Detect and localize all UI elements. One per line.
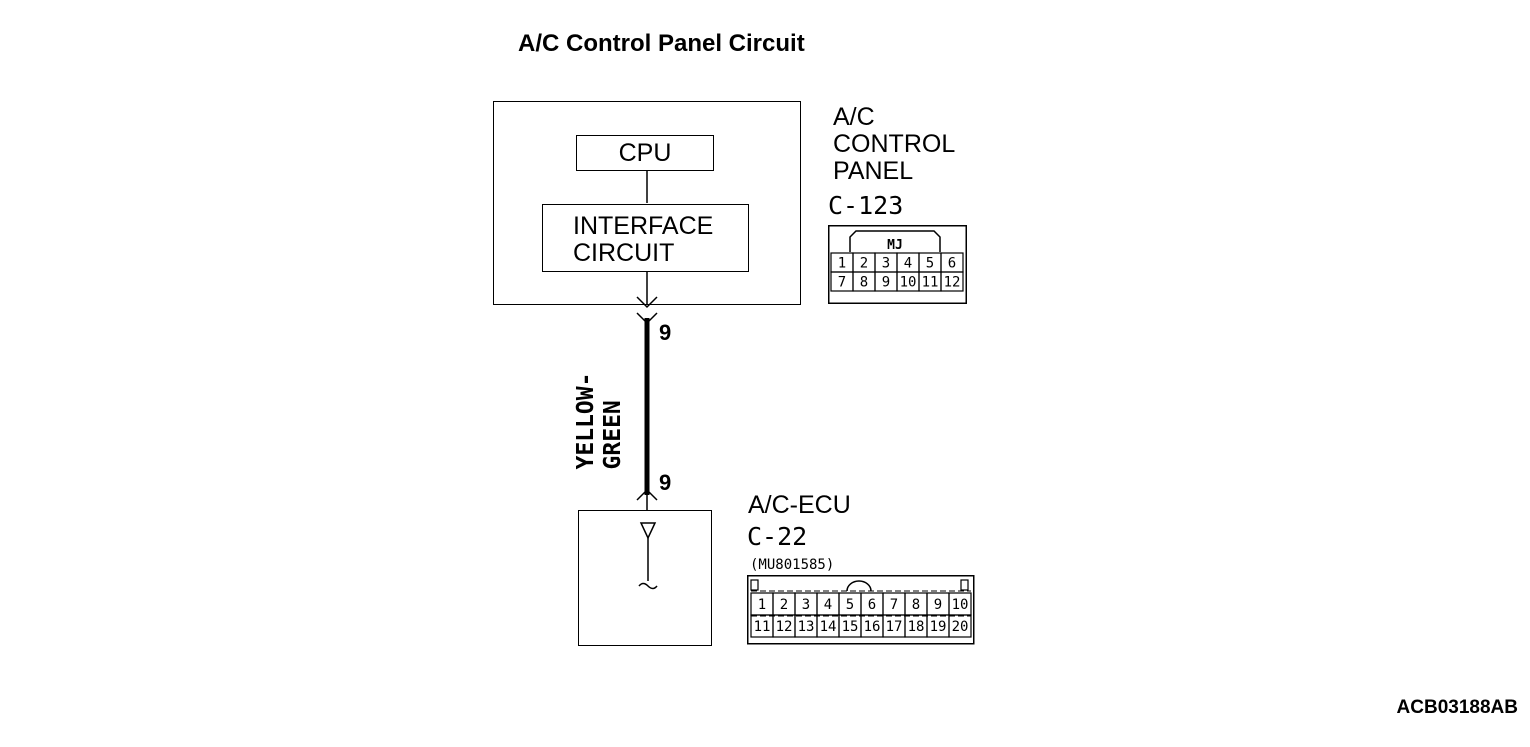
interface-circuit-box: INTERFACE CIRCUIT xyxy=(542,204,749,272)
panel-name-line-2: CONTROL xyxy=(833,130,956,158)
ecu-pin-pin-13: 13 xyxy=(798,619,815,635)
ecu-pin-pin-14: 14 xyxy=(820,619,837,635)
ecu-pin-pin-2: 2 xyxy=(780,597,788,613)
wire-color-line-1: YELLOW- xyxy=(573,372,599,470)
wire-pin-top: 9 xyxy=(659,320,672,345)
ecu-pin-pin-3: 3 xyxy=(802,597,810,613)
panel-connector-id: C-123 xyxy=(828,191,904,220)
panel-pin-pin-5: 5 xyxy=(926,256,934,272)
ecu-box xyxy=(578,510,712,646)
control-panel-name: A/C CONTROL PANEL xyxy=(833,104,955,185)
top-connector-chevron-upper xyxy=(636,296,658,309)
ecu-pin-pin-8: 8 xyxy=(912,597,920,613)
ecu-pin-pin-18: 18 xyxy=(908,619,925,635)
ecu-pin-pin-20: 20 xyxy=(952,619,969,635)
ecu-pin-pin-9: 9 xyxy=(934,597,942,613)
cpu-label: CPU xyxy=(618,139,672,167)
ecu-part-number: (MU801585) xyxy=(750,557,835,573)
ecu-pin-pin-19: 19 xyxy=(930,619,947,635)
ecu-pin-pin-11: 11 xyxy=(754,619,771,635)
ecu-pin-pin-1: 1 xyxy=(758,597,766,613)
interface-line-1: INTERFACE xyxy=(573,212,714,240)
wire-pin-bottom: 9 xyxy=(659,470,672,495)
cpu-box: CPU xyxy=(576,135,714,171)
ecu-input-symbol xyxy=(638,522,658,590)
ecu-pin-cell-20 xyxy=(948,614,972,638)
panel-pin-pin-12: 12 xyxy=(944,275,961,291)
ecu-pin-pin-17: 17 xyxy=(886,619,903,635)
ecu-pin-pin-16: 16 xyxy=(864,619,881,635)
ecu-pin-pin-12: 12 xyxy=(776,619,793,635)
panel-pin-pin-8: 8 xyxy=(860,275,868,291)
panel-connector-code: MJ xyxy=(887,238,903,253)
ecu-pin-pin-4: 4 xyxy=(824,597,832,613)
panel-pin-pin-10: 10 xyxy=(900,275,917,291)
panel-pin-pin-9: 9 xyxy=(882,275,890,291)
ecu-pin-pin-7: 7 xyxy=(890,597,898,613)
panel-pin-pin-7: 7 xyxy=(838,275,846,291)
ecu-name: A/C-ECU xyxy=(748,491,851,519)
control-panel-box: CPU INTERFACE CIRCUIT xyxy=(493,101,801,305)
panel-pin-pin-11: 11 xyxy=(922,275,939,291)
wire-color-label: YELLOW- GREEN xyxy=(573,373,627,470)
ecu-pin-pin-10: 10 xyxy=(952,597,969,613)
panel-pin-pin-3: 3 xyxy=(882,256,890,272)
diagram-title: A/C Control Panel Circuit xyxy=(518,30,805,57)
ecu-connector-id: C-22 xyxy=(747,522,808,551)
wire-color-line-2: GREEN xyxy=(600,400,626,470)
panel-name-line-3: PANEL xyxy=(833,157,914,185)
ecu-pin-pin-15: 15 xyxy=(842,619,859,635)
panel-pin-pin-4: 4 xyxy=(904,256,912,272)
panel-pin-pin-6: 6 xyxy=(948,256,956,272)
panel-pin-cell-12 xyxy=(940,271,964,292)
interface-line-2: CIRCUIT xyxy=(573,239,675,267)
panel-name-line-1: A/C xyxy=(833,103,875,131)
panel-pin-pin-1: 1 xyxy=(838,256,846,272)
panel-pin-pin-2: 2 xyxy=(860,256,868,272)
ecu-pin-pin-6: 6 xyxy=(868,597,876,613)
ecu-pin-pin-5: 5 xyxy=(846,597,854,613)
document-id: ACB03188AB xyxy=(1396,697,1518,718)
